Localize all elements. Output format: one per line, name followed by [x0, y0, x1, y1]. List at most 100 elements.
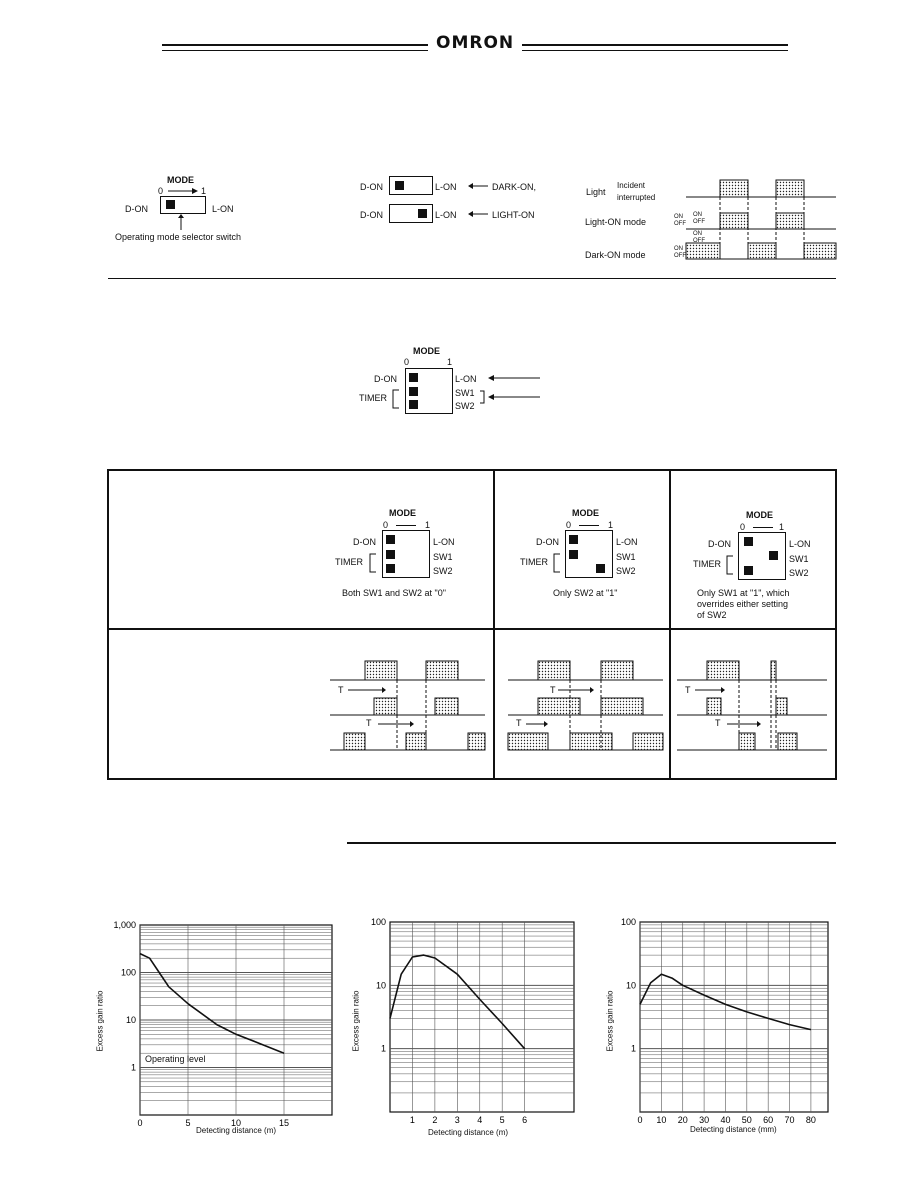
table-cell: [107, 469, 495, 630]
timer-dip-switch: [382, 530, 430, 578]
l-on-label-2: L-ON: [435, 210, 457, 220]
x-tick-label: 60: [763, 1115, 773, 1125]
x-tick-label: 0: [137, 1118, 142, 1128]
dark-on-mode-label: Dark-ON mode: [585, 250, 646, 260]
y-tick-label: 100: [621, 917, 636, 927]
timer-label: TIMER: [693, 559, 721, 569]
switch-knob: [395, 181, 404, 190]
chart-2-xlabel: Detecting distance (m): [428, 1128, 509, 1137]
caption-line-2: overrides either setting: [697, 599, 789, 609]
timer-label: TIMER: [359, 393, 387, 403]
header-rule-left-top: [162, 44, 428, 46]
x-tick-label: 15: [279, 1118, 289, 1128]
interrupted-label: interrupted: [617, 193, 656, 202]
plot-frame: [639, 921, 829, 1113]
dark-on-label: DARK-ON,: [492, 182, 537, 192]
header-rule-right-bottom: [522, 50, 788, 51]
dash: [579, 525, 599, 526]
off-label-3: OFF: [693, 238, 705, 244]
y-tick-label: 10: [126, 1015, 136, 1025]
x-tick-label: 30: [699, 1115, 709, 1125]
y-tick-label: 1: [131, 1063, 136, 1073]
l-on-label: L-ON: [455, 374, 477, 384]
sw1-label: SW1: [455, 388, 475, 398]
d-on-label-1: D-ON: [360, 182, 383, 192]
t-label: T: [366, 718, 372, 728]
mode-zero-label: 0: [158, 186, 164, 196]
callout-arrows: [480, 375, 540, 404]
x-tick-label: 0: [637, 1115, 642, 1125]
switch-knob: [769, 551, 778, 560]
sw2-label: SW2: [455, 401, 475, 411]
switch-knob: [569, 550, 578, 559]
bracket-icon: [369, 553, 376, 573]
dash: [396, 525, 416, 526]
mode-selector-switch[interactable]: [160, 196, 206, 214]
l-on-label: L-ON: [616, 537, 638, 547]
x-tick-label: 6: [522, 1115, 527, 1125]
off-label-1: OFF: [674, 221, 686, 227]
d-on-label: D-ON: [374, 374, 397, 384]
sw1-label: SW1: [616, 552, 636, 562]
sw2-label: SW2: [616, 566, 636, 576]
switch-knob: [744, 566, 753, 575]
switch-knob: [409, 387, 418, 396]
y-tick-label: 1,000: [113, 920, 136, 930]
switch-knob: [744, 537, 753, 546]
timer-dip-switch[interactable]: [405, 368, 453, 414]
mode-selector-caption: Operating mode selector switch: [115, 232, 242, 242]
x-tick-label: 3: [455, 1115, 460, 1125]
switch-knob: [166, 200, 175, 209]
timer-dip-switch: [738, 532, 786, 580]
mode-zero-label: 0: [404, 357, 410, 367]
x-tick-label: 10: [231, 1118, 241, 1128]
t-label: T: [550, 685, 556, 695]
table-cell: [669, 628, 837, 780]
d-on-label: D-ON: [708, 539, 731, 549]
series-line: [389, 954, 526, 1050]
light-label: Light: [586, 187, 606, 197]
chart-1-xlabel: Detecting distance (m): [196, 1126, 277, 1135]
l-on-label: L-ON: [433, 537, 455, 547]
sw1-label: SW1: [433, 552, 453, 562]
timer-dip-switch: [565, 530, 613, 578]
sw1-label: SW1: [789, 554, 809, 564]
arrow-left-icon: [468, 211, 488, 217]
d-on-label: D-ON: [125, 204, 148, 214]
l-on-label: L-ON: [789, 539, 811, 549]
light-on-mode-label: Light-ON mode: [585, 217, 647, 227]
series-line: [639, 973, 812, 1031]
switch-knob: [569, 535, 578, 544]
on-label-1: ON: [674, 214, 683, 220]
mode-one-label: 1: [608, 520, 614, 530]
series-line: [139, 952, 285, 1054]
y-tick-label: 100: [121, 968, 136, 978]
mode-zero-label: 0: [740, 522, 746, 532]
y-tick-label: 1: [381, 1044, 386, 1054]
chart-3-ylabel: Excess gain ratio: [605, 990, 615, 1052]
on-label-3: ON: [693, 231, 702, 237]
y-tick-label: 10: [376, 980, 386, 990]
x-tick-label: 1: [410, 1115, 415, 1125]
y-tick-label: 100: [371, 917, 386, 927]
mode-label: MODE: [746, 510, 773, 520]
sw2-label: SW2: [433, 566, 453, 576]
caption-line-3: of SW2: [697, 610, 727, 620]
t-label: T: [715, 718, 721, 728]
l-on-label-1: L-ON: [435, 182, 457, 192]
dark-on-switch: [389, 176, 433, 195]
mode-zero-label: 0: [566, 520, 572, 530]
switch-knob: [418, 209, 427, 218]
d-on-label: D-ON: [536, 537, 559, 547]
caption-line-1: Only SW1 at "1", which: [697, 588, 790, 598]
off-label-2: OFF: [693, 219, 705, 225]
caption: Only SW2 at "1": [553, 588, 618, 598]
y-tick-label: 1: [631, 1044, 636, 1054]
switch-knob: [386, 535, 395, 544]
section-rule: [347, 842, 836, 844]
x-tick-label: 5: [185, 1118, 190, 1128]
plot-frame: [389, 921, 575, 1113]
omron-logo: OMRON: [436, 33, 515, 53]
d-on-label-2: D-ON: [360, 210, 383, 220]
